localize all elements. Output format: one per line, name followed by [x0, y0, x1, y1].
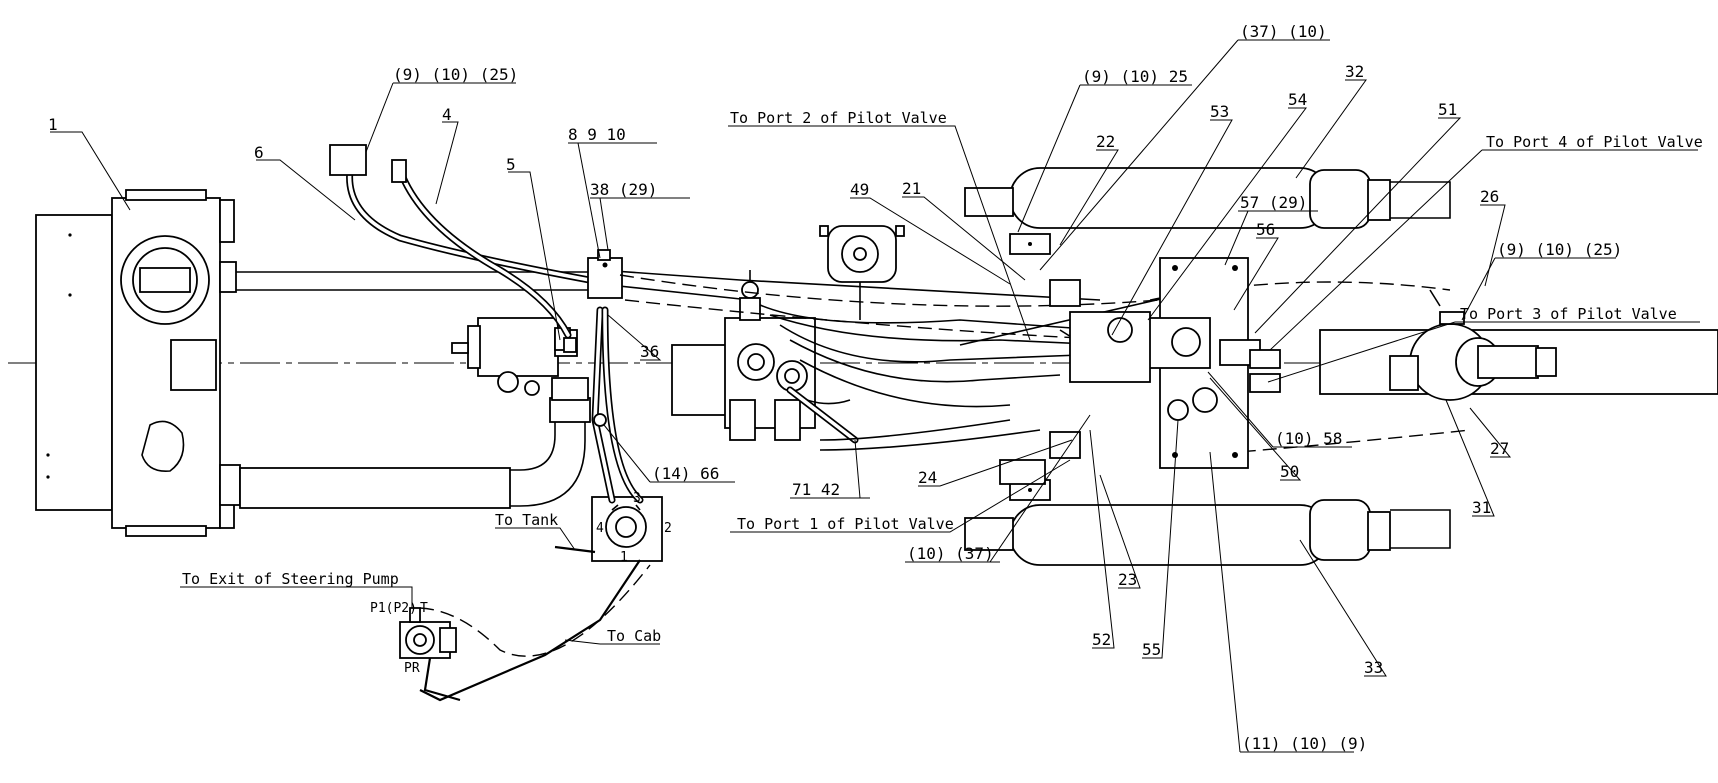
- engine-housing: [35, 189, 241, 537]
- item-49-label: 49: [850, 180, 869, 199]
- valve-port-2-label: 2: [664, 521, 672, 536]
- item-group-9-10-25-right: (9) (10) (25): [1497, 240, 1622, 259]
- item-32-label: 32: [1345, 62, 1364, 81]
- hose-bundle: [619, 274, 1471, 456]
- item-26-label: 26: [1480, 187, 1499, 206]
- item-group-37-10-top: (37) (10): [1240, 22, 1327, 41]
- item-50-label: 50: [1280, 462, 1299, 481]
- item-22-label: 22: [1096, 132, 1115, 151]
- item-4-label: 4: [442, 105, 452, 124]
- cylinder-bottom: [964, 479, 1451, 566]
- cylinder-top: [964, 167, 1451, 255]
- item-54-label: 54: [1288, 90, 1307, 109]
- item-group-9-10-25-left: (9) (10) (25): [393, 65, 518, 84]
- leader-lines: [50, 39, 1700, 753]
- item-group-9-10-25-mid: (9) (10) 25: [1082, 67, 1188, 86]
- item-52-label: 52: [1092, 630, 1111, 649]
- item-33-label: 33: [1364, 658, 1383, 677]
- item-5-label: 5: [506, 155, 516, 174]
- callout-to-cab: To Cab: [607, 627, 661, 645]
- item-group-10-58: (10) 58: [1275, 429, 1342, 448]
- steering-pump-valve: [399, 564, 651, 702]
- item-group-14-66: (14) 66: [652, 464, 719, 483]
- valve-port-4-label: 4: [596, 521, 604, 536]
- hoses-upper-left: [329, 144, 1101, 339]
- item-group-10-37-bottom: (10) (37): [907, 544, 994, 563]
- item-group-57-29: 57 (29): [1240, 193, 1307, 212]
- valve-port-3-label: 3: [633, 491, 641, 506]
- item-1-label: 1: [48, 115, 58, 134]
- item-56-label: 56: [1256, 220, 1275, 239]
- port-pr-label: PR: [404, 661, 420, 676]
- callout-port-1: To Port 1 of Pilot Valve: [737, 515, 954, 533]
- item-31-label: 31: [1472, 498, 1491, 517]
- steering-pump: [451, 317, 578, 396]
- rear-cylinder: [1319, 289, 1718, 401]
- item-group-8-9-10: 8 9 10: [568, 125, 626, 144]
- item-23-label: 23: [1118, 570, 1137, 589]
- labels: 1 6 (9) (10) (25) 4 5 8 9 10 38 (29) 36 …: [48, 22, 1703, 753]
- callout-to-tank: To Tank: [495, 511, 558, 529]
- steering-valve-block: [999, 257, 1281, 485]
- pipes-engine: [236, 271, 595, 509]
- pilot-block: [419, 306, 663, 702]
- item-55-label: 55: [1142, 640, 1161, 659]
- valve-port-1-label: 1: [620, 550, 628, 565]
- port-p1p2-label: P1(P2): [370, 601, 417, 616]
- tee-block-38: [587, 249, 623, 299]
- item-21-label: 21: [902, 179, 921, 198]
- item-53-label: 53: [1210, 102, 1229, 121]
- item-51-label: 51: [1438, 100, 1457, 119]
- accumulator: [819, 225, 905, 320]
- item-27-label: 27: [1490, 439, 1509, 458]
- port-t-label: T: [420, 601, 428, 616]
- callout-port-4: To Port 4 of Pilot Valve: [1486, 133, 1703, 151]
- item-36-label: 36: [640, 342, 659, 361]
- item-24-label: 24: [918, 468, 937, 487]
- callout-port-3: To Port 3 of Pilot Valve: [1460, 305, 1677, 323]
- callout-port-2: To Port 2 of Pilot Valve: [730, 109, 947, 127]
- item-group-38-29: 38 (29): [590, 180, 657, 199]
- item-group-71-42: 71 42: [792, 480, 840, 499]
- item-group-11-10-9: (11) (10) (9): [1242, 734, 1367, 753]
- item-6-label: 6: [254, 143, 264, 162]
- callout-steering-pump: To Exit of Steering Pump: [182, 570, 399, 588]
